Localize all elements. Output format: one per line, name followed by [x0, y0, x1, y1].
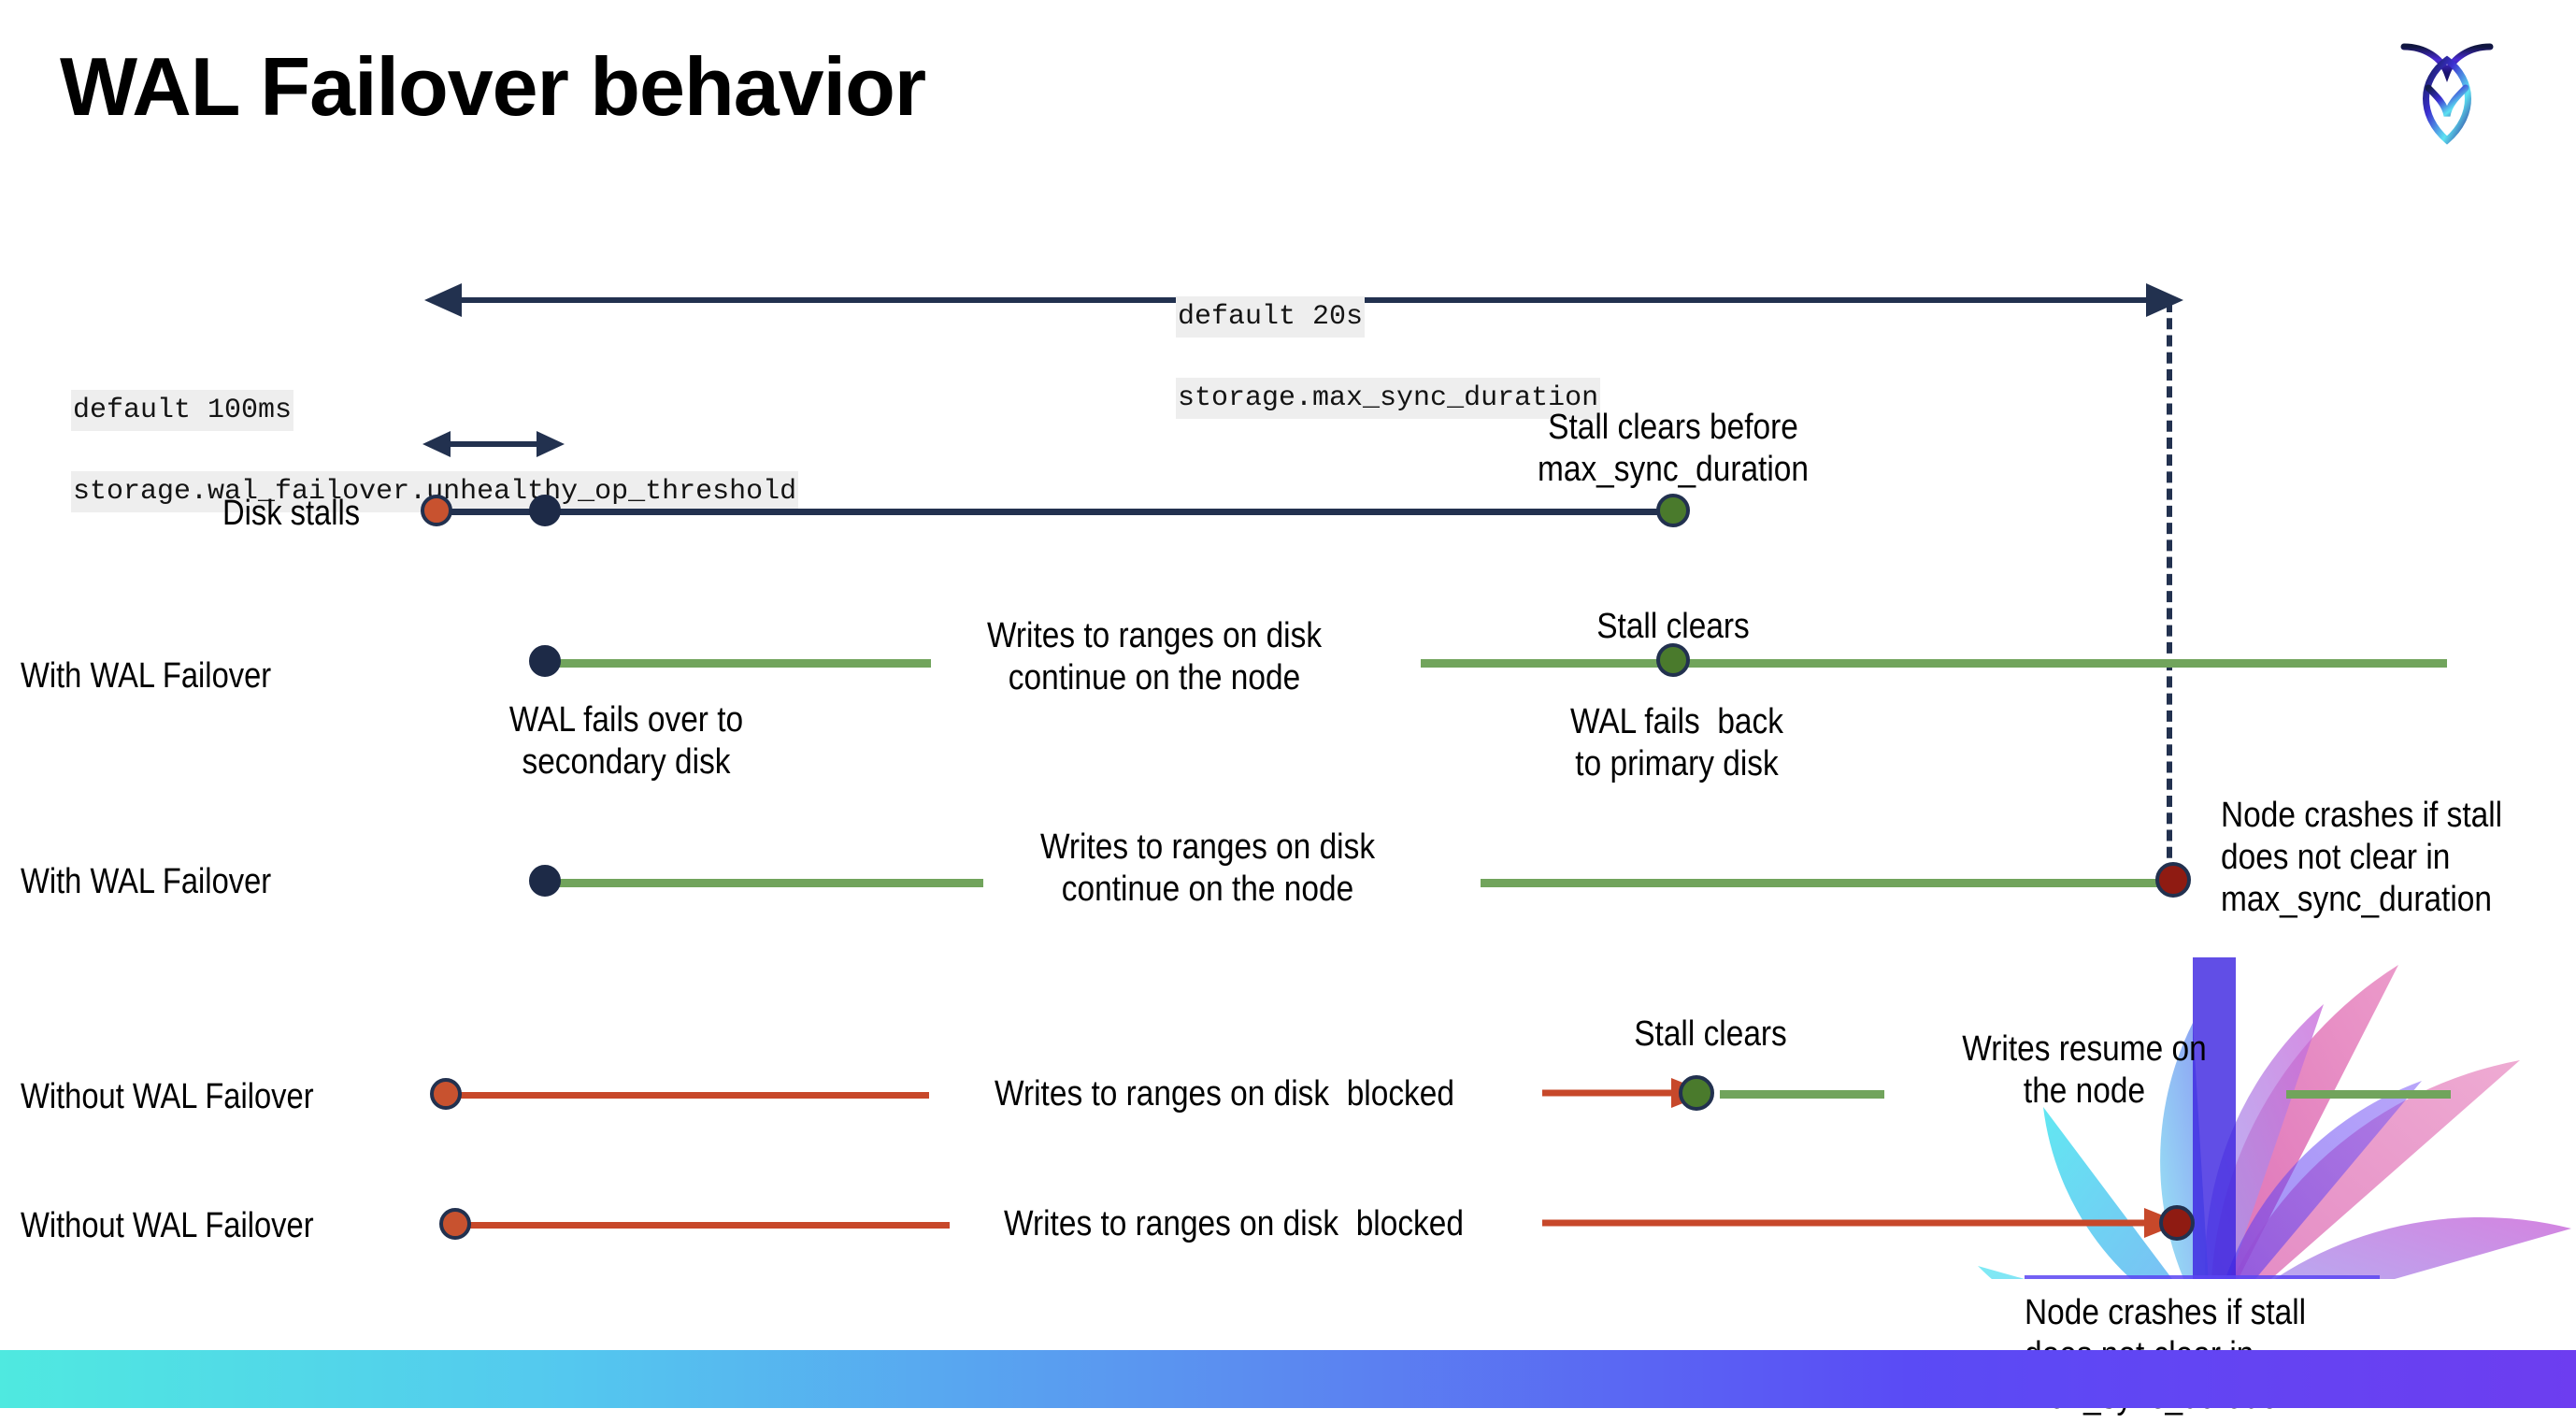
- without-failover-2-stall-dot: [439, 1208, 471, 1240]
- note-writes-blocked-2: Writes to ranges on disk blocked: [1004, 1204, 1464, 1243]
- note-wal-fails-over: WAL fails over to secondary disk: [508, 700, 744, 782]
- with-failover-2-segment-left: [553, 879, 983, 887]
- bottom-gradient-bar: [0, 1350, 2576, 1408]
- with-failover-2-start-dot: [529, 865, 561, 897]
- with-failover-1-start-dot: [529, 645, 561, 677]
- lane-label-without-wal-failover-2: Without WAL Failover: [21, 1206, 314, 1245]
- note-wal-fails-back: WAL fails back to primary disk: [1570, 702, 1783, 783]
- lane-label-disk-stalls: Disk stalls: [222, 494, 361, 533]
- with-failover-1-segment-left: [553, 659, 931, 668]
- disk-stalls-timeline: [439, 509, 1671, 515]
- disk-stall-start-dot: [421, 495, 452, 526]
- without-failover-1-blocked-segment: [454, 1092, 929, 1099]
- note-node-crashes-1: Node crashes if stall does not clear in …: [2221, 796, 2503, 919]
- unhealthy-op-threshold-setting: default 100ms storage.wal_failover.unhea…: [37, 350, 799, 513]
- max-sync-duration-drop-line: [2167, 301, 2172, 875]
- note-writes-blocked-1: Writes to ranges on disk blocked: [995, 1074, 1454, 1114]
- unhealthy-default-label: default 100ms: [71, 389, 294, 432]
- lane-label-without-wal-failover-1: Without WAL Failover: [21, 1077, 314, 1116]
- note-writes-continue-2: Writes to ranges on disk continue on the…: [1039, 827, 1376, 909]
- with-failover-2-segment-right: [1481, 879, 2172, 887]
- cockroachdb-logo-icon: [2391, 26, 2503, 148]
- with-failover-2-crash-dot: [2155, 862, 2191, 898]
- without-failover-2-crash-dot: [2159, 1205, 2195, 1241]
- max-sync-duration-setting: default 20s storage.max_sync_duration: [1142, 256, 1601, 420]
- note-writes-continue-1: Writes to ranges on disk continue on the…: [986, 616, 1323, 697]
- without-failover-1-resume-segment: [1720, 1090, 1884, 1099]
- page-title: WAL Failover behavior: [60, 40, 926, 133]
- note-stall-clears-before: Stall clears before max_sync_duration: [1538, 408, 1809, 489]
- max-sync-default-label: default 20s: [1176, 295, 1366, 338]
- max-sync-setting-name: storage.max_sync_duration: [1176, 377, 1601, 420]
- without-failover-2-blocked-segment: [464, 1222, 950, 1229]
- disk-stall-clear-dot: [1656, 494, 1690, 527]
- wal-failover-trigger-dot: [529, 495, 561, 526]
- with-failover-1-stall-clear-dot: [1656, 643, 1690, 677]
- without-failover-1-stall-clear-dot: [1679, 1075, 1714, 1111]
- note-writes-resume: Writes resume on the node: [1962, 1029, 2207, 1111]
- lane-label-with-wal-failover-1: With WAL Failover: [21, 656, 272, 696]
- unhealthy-op-threshold-span-arrow: [421, 425, 566, 463]
- without-failover-1-resume-segment-2: [2286, 1090, 2451, 1099]
- lane-label-with-wal-failover-2: With WAL Failover: [21, 862, 272, 901]
- with-failover-1-segment-right: [1421, 659, 2447, 668]
- note-stall-clears-1: Stall clears: [1596, 607, 1750, 646]
- without-failover-1-stall-dot: [430, 1078, 462, 1110]
- without-failover-2-blocked-arrow: [1542, 1207, 2183, 1239]
- note-stall-clears-2: Stall clears: [1634, 1014, 1787, 1054]
